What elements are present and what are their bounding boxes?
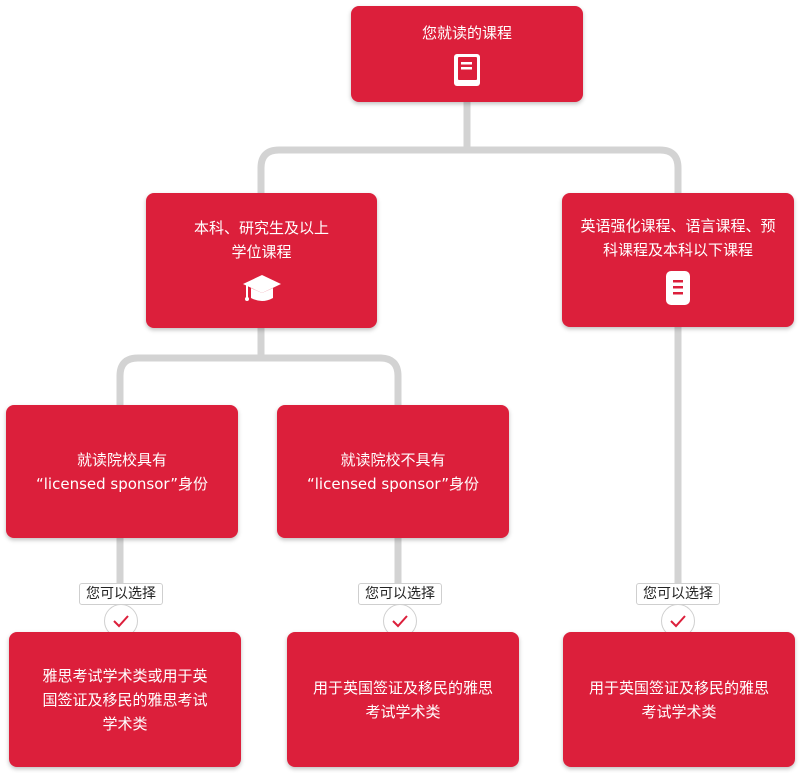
result-box-1: 雅思考试学术类或用于英 国签证及移民的雅思考试 学术类 xyxy=(9,632,241,767)
result-1-line-3: 学术类 xyxy=(102,714,148,733)
choice-label-3: 您可以选择 xyxy=(636,583,720,605)
choice-label-1: 您可以选择 xyxy=(79,583,163,605)
connector-root-to-branches xyxy=(257,96,682,199)
root-course-label: 您就读的课程 xyxy=(421,24,512,42)
licensed-sponsor-label-line-2: “licensed sponsor”身份 xyxy=(35,474,208,493)
language-course-box: 英语强化课程、语言课程、预 科课程及本科以下课程 xyxy=(562,193,794,327)
degree-course-box: 本科、研究生及以上 学位课程 xyxy=(146,193,377,328)
root-course-box: 您就读的课程 xyxy=(351,6,583,102)
not-licensed-sponsor-label-line-2: “licensed sponsor”身份 xyxy=(306,474,479,493)
language-course-label-line-1: 英语强化课程、语言课程、预 xyxy=(580,217,776,235)
licensed-sponsor-label-line-1: 就读院校具有 xyxy=(76,450,167,469)
result-3-line-2: 考试学术类 xyxy=(641,702,717,721)
choice-label-2: 您可以选择 xyxy=(358,583,442,605)
degree-course-label-line-1: 本科、研究生及以上 xyxy=(193,218,329,237)
not-licensed-sponsor-label-line-1: 就读院校不具有 xyxy=(340,450,446,469)
result-2-line-2: 考试学术类 xyxy=(365,702,441,721)
connector-degree-to-institutions xyxy=(116,324,402,409)
book-icon xyxy=(454,54,480,86)
not-licensed-sponsor-box: 就读院校不具有 “licensed sponsor”身份 xyxy=(277,405,509,538)
result-1-line-2: 国签证及移民的雅思考试 xyxy=(42,690,208,709)
result-2-line-1: 用于英国签证及移民的雅思 xyxy=(312,678,493,697)
result-3-line-1: 用于英国签证及移民的雅思 xyxy=(588,678,769,697)
document-icon xyxy=(666,271,690,305)
result-box-2: 用于英国签证及移民的雅思 考试学术类 xyxy=(287,632,519,767)
language-course-label-line-2: 科课程及本科以下课程 xyxy=(602,241,753,259)
graduation-cap-icon xyxy=(242,274,281,301)
result-box-3: 用于英国签证及移民的雅思 考试学术类 xyxy=(563,632,795,767)
result-1-line-1: 雅思考试学术类或用于英 xyxy=(42,666,208,685)
licensed-sponsor-box: 就读院校具有 “licensed sponsor”身份 xyxy=(6,405,238,538)
degree-course-label-line-2: 学位课程 xyxy=(231,242,292,261)
